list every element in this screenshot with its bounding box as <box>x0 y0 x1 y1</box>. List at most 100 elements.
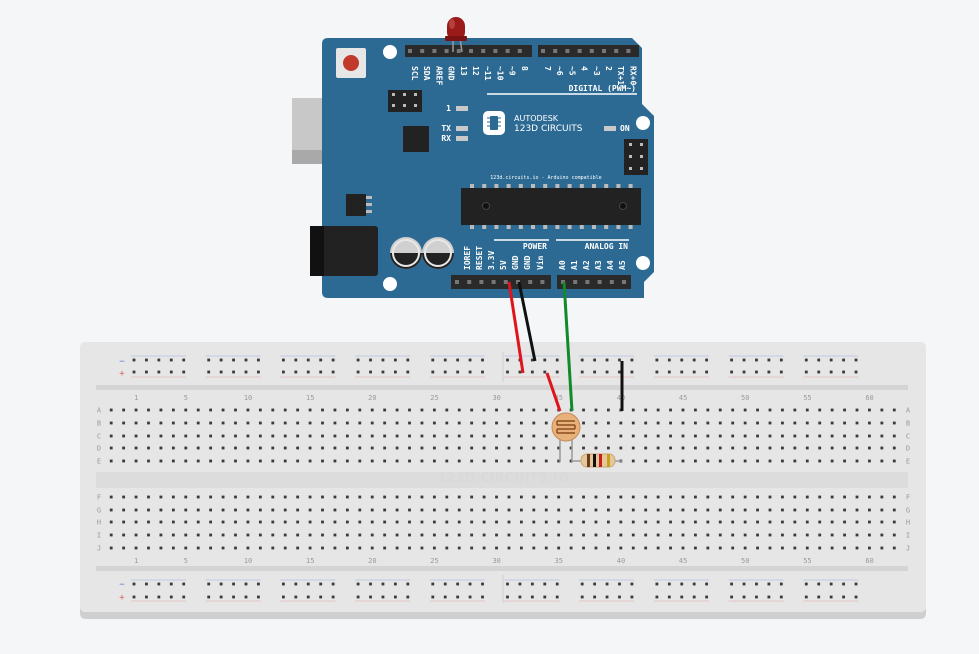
breadboard-hole[interactable] <box>445 446 449 450</box>
rail-hole[interactable] <box>306 370 310 374</box>
breadboard-hole[interactable] <box>582 434 585 438</box>
breadboard-hole[interactable] <box>159 546 163 550</box>
breadboard-hole[interactable] <box>345 446 349 450</box>
rail-hole[interactable] <box>294 370 298 374</box>
breadboard-hole[interactable] <box>457 446 461 450</box>
breadboard-hole[interactable] <box>855 434 859 438</box>
breadboard-hole[interactable] <box>495 446 498 450</box>
header-pin[interactable] <box>444 49 449 53</box>
rail-hole[interactable] <box>767 370 771 374</box>
rail-hole[interactable] <box>145 358 148 362</box>
breadboard-hole[interactable] <box>718 446 722 450</box>
breadboard-hole[interactable] <box>383 495 387 499</box>
breadboard-hole[interactable] <box>631 520 635 524</box>
rail-hole[interactable] <box>381 358 385 362</box>
breadboard-holes[interactable] <box>109 355 896 602</box>
breadboard-hole[interactable] <box>544 459 548 463</box>
rail-hole[interactable] <box>381 582 385 586</box>
breadboard-hole[interactable] <box>731 508 735 512</box>
breadboard-hole[interactable] <box>147 520 150 524</box>
breadboard-hole[interactable] <box>370 495 374 499</box>
rail-hole[interactable] <box>593 358 597 362</box>
breadboard-hole[interactable] <box>781 546 784 550</box>
breadboard-hole[interactable] <box>147 421 150 425</box>
breadboard-hole[interactable] <box>420 508 424 512</box>
breadboard-hole[interactable] <box>395 508 399 512</box>
breadboard-hole[interactable] <box>855 421 859 425</box>
header-pin[interactable] <box>420 49 425 53</box>
breadboard-hole[interactable] <box>756 508 759 512</box>
breadboard-hole[interactable] <box>408 446 411 450</box>
breadboard-hole[interactable] <box>333 533 337 537</box>
breadboard-hole[interactable] <box>644 546 648 550</box>
rail-hole[interactable] <box>655 582 659 586</box>
breadboard-hole[interactable] <box>880 495 884 499</box>
breadboard-hole[interactable] <box>395 459 399 463</box>
rail-hole[interactable] <box>232 595 235 599</box>
breadboard-hole[interactable] <box>345 408 349 412</box>
breadboard-hole[interactable] <box>482 495 486 499</box>
rail-hole[interactable] <box>692 582 696 586</box>
breadboard-hole[interactable] <box>383 533 387 537</box>
breadboard-hole[interactable] <box>321 446 324 450</box>
rail-hole[interactable] <box>854 582 858 586</box>
breadboard-hole[interactable] <box>656 434 660 438</box>
rail-hole[interactable] <box>755 595 758 599</box>
breadboard-hole[interactable] <box>196 495 200 499</box>
breadboard-hole[interactable] <box>830 446 834 450</box>
rail-hole[interactable] <box>618 358 621 362</box>
breadboard-hole[interactable] <box>234 508 237 512</box>
breadboard-hole[interactable] <box>308 446 312 450</box>
breadboard-hole[interactable] <box>793 446 797 450</box>
breadboard-hole[interactable] <box>246 533 250 537</box>
breadboard-hole[interactable] <box>258 533 262 537</box>
breadboard-hole[interactable] <box>557 446 561 450</box>
breadboard-hole[interactable] <box>345 421 349 425</box>
breadboard-hole[interactable] <box>681 459 685 463</box>
rail-hole[interactable] <box>244 595 248 599</box>
breadboard-hole[interactable] <box>656 459 660 463</box>
breadboard-hole[interactable] <box>296 434 300 438</box>
rail-hole[interactable] <box>842 595 845 599</box>
rail-hole[interactable] <box>232 370 235 374</box>
breadboard-hole[interactable] <box>246 434 250 438</box>
breadboard-hole[interactable] <box>109 434 113 438</box>
breadboard-hole[interactable] <box>718 408 722 412</box>
breadboard-hole[interactable] <box>631 434 635 438</box>
breadboard-hole[interactable] <box>408 533 411 537</box>
digital-header-left[interactable] <box>405 45 532 57</box>
breadboard-hole[interactable] <box>743 520 747 524</box>
rail-hole[interactable] <box>207 582 211 586</box>
breadboard-hole[interactable] <box>694 508 697 512</box>
breadboard-hole[interactable] <box>507 446 511 450</box>
breadboard-hole[interactable] <box>308 520 312 524</box>
breadboard-hole[interactable] <box>258 508 262 512</box>
breadboard-hole[interactable] <box>694 421 697 425</box>
header-pin[interactable] <box>505 49 510 53</box>
rail-hole[interactable] <box>393 582 397 586</box>
rail-hole[interactable] <box>257 582 260 586</box>
breadboard-hole[interactable] <box>892 520 896 524</box>
breadboard-hole[interactable] <box>855 508 859 512</box>
rail-hole[interactable] <box>580 358 584 362</box>
breadboard-hole[interactable] <box>271 533 275 537</box>
rail-hole[interactable] <box>742 358 746 362</box>
rail-hole[interactable] <box>817 595 821 599</box>
rail-hole[interactable] <box>331 582 335 586</box>
breadboard-hole[interactable] <box>805 495 809 499</box>
breadboard-hole[interactable] <box>383 546 387 550</box>
breadboard-hole[interactable] <box>184 546 188 550</box>
rail-hole[interactable] <box>842 370 845 374</box>
breadboard-hole[interactable] <box>358 533 362 537</box>
breadboard-hole[interactable] <box>420 408 424 412</box>
breadboard-hole[interactable] <box>706 408 710 412</box>
breadboard-hole[interactable] <box>209 459 213 463</box>
wire-5v-ldr[interactable] <box>545 372 562 412</box>
breadboard-hole[interactable] <box>830 546 834 550</box>
breadboard-hole[interactable] <box>892 421 896 425</box>
breadboard-hole[interactable] <box>495 408 498 412</box>
breadboard-hole[interactable] <box>258 546 262 550</box>
breadboard-hole[interactable] <box>171 533 175 537</box>
rail-hole[interactable] <box>443 582 447 586</box>
breadboard-hole[interactable] <box>880 533 884 537</box>
